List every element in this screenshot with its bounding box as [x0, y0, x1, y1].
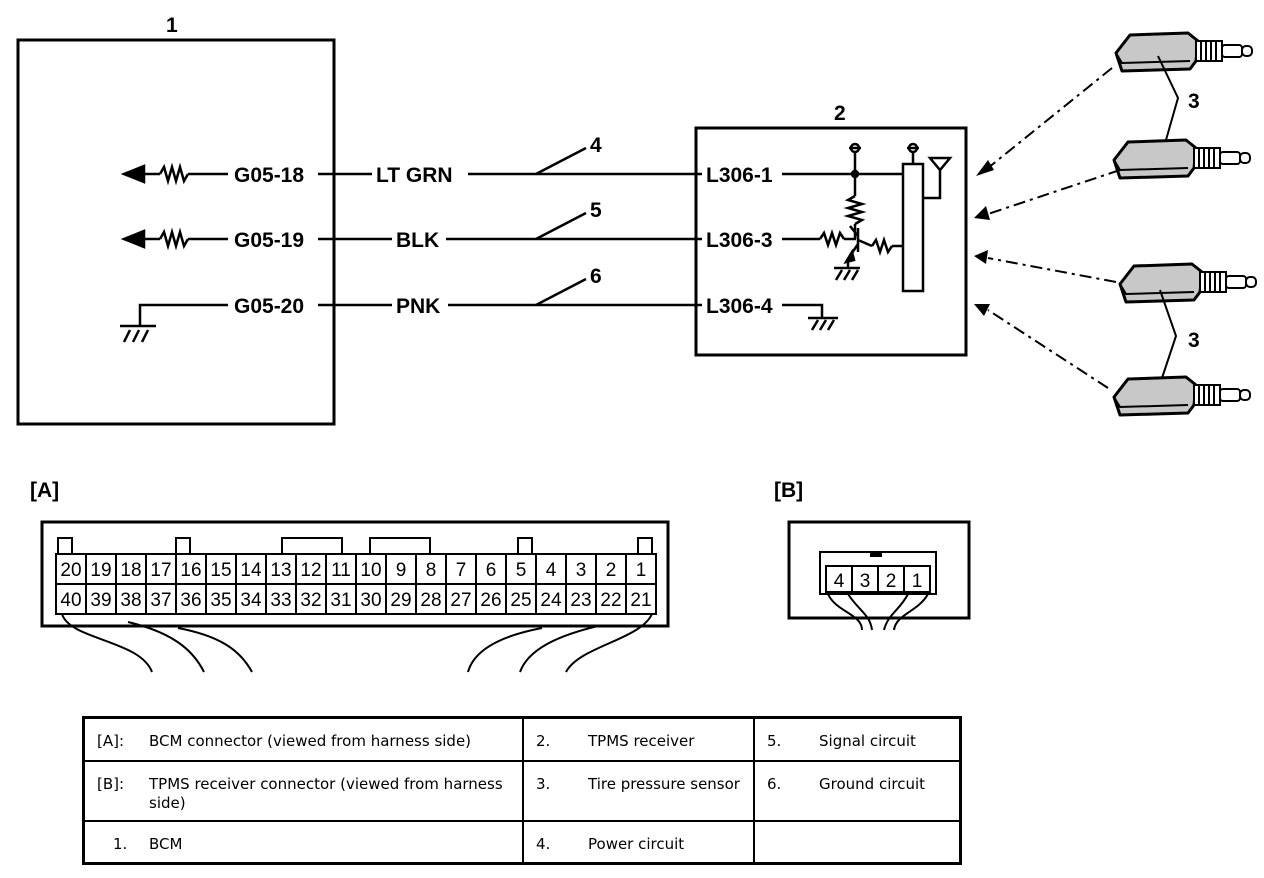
connector-a-pin: 14 [240, 560, 262, 581]
connector-a-pin: 16 [180, 560, 201, 581]
connector-a-pin: 6 [486, 560, 497, 581]
connector-a-pin: 13 [270, 560, 291, 581]
connector-a-pin: 28 [420, 590, 441, 611]
connector-a-pin: 8 [426, 560, 437, 581]
connector-a-pin: 33 [270, 590, 291, 611]
sensor-leader-lines [1157, 55, 1180, 379]
connector-a-pin: 11 [331, 560, 351, 581]
legend-cell: 5.Signal circuit [753, 716, 962, 762]
connector-a-pin: 26 [480, 590, 501, 611]
legend-cell: [A]:BCM connector (viewed from harness s… [82, 716, 524, 762]
wire-color-label: LT GRN [376, 164, 453, 187]
connector-a-pin: 12 [300, 560, 321, 581]
receiver-number-label: 2 [834, 102, 846, 125]
wire-color-label: BLK [396, 229, 439, 252]
wire-ground-circuit [318, 277, 702, 307]
connector-b-label: [B] [774, 479, 803, 502]
connector-a-pin: 25 [510, 590, 531, 611]
receiver-pin-label: L306-4 [706, 295, 773, 318]
legend-cell: [B]:TPMS receiver connector (viewed from… [82, 759, 524, 822]
legend-row: [A]:BCM connector (viewed from harness s… [82, 716, 962, 762]
bcm-pin-label: G05-18 [234, 164, 304, 187]
connector-a-pin: 27 [450, 590, 471, 611]
connector-a-pin: 30 [360, 590, 381, 611]
receiver-pin-label: L306-1 [706, 164, 773, 187]
connector-a-pin: 37 [150, 590, 171, 611]
bcm-internal-signal-1 [120, 162, 228, 186]
connector-b-harness-wires [827, 593, 929, 631]
connector-a-pin: 31 [330, 590, 351, 611]
wire-power-circuit [318, 146, 702, 176]
sensor-number-label: 3 [1188, 329, 1200, 352]
connector-a-pin: 32 [300, 590, 321, 611]
connector-a-pin: 5 [516, 560, 527, 581]
bcm-internal-signal-2 [120, 227, 228, 251]
legend-cell: 6.Ground circuit [753, 759, 962, 822]
bcm-box [16, 38, 336, 426]
legend-cell [753, 819, 962, 865]
bcm-pin-label: G05-19 [234, 229, 304, 252]
sensor-number-label: 3 [1188, 90, 1200, 113]
receiver-pin-label: L306-3 [706, 229, 773, 252]
connector-a-harness-wires [61, 613, 653, 673]
wire-signal-circuit [318, 211, 702, 241]
connector-a-pin: 4 [546, 560, 557, 581]
connector-a-pin: 3 [576, 560, 587, 581]
connector-a-pin: 9 [396, 560, 407, 581]
legend-row: 1.BCM 4.Power circuit [82, 819, 962, 865]
connector-a-pin: 38 [120, 590, 141, 611]
connector-a-pin: 17 [150, 560, 171, 581]
connector-a-pin: 10 [360, 560, 381, 581]
circuit-number-label: 4 [590, 134, 602, 157]
connector-b-pin: 3 [860, 571, 871, 592]
connector-a-pin: 19 [90, 560, 111, 581]
connector-a-pin: 35 [210, 590, 231, 611]
legend-table: [A]:BCM connector (viewed from harness s… [82, 716, 962, 865]
bcm-pin-label: G05-20 [234, 295, 304, 318]
bcm-ground-symbol [120, 303, 228, 343]
circuit-number-label: 5 [590, 199, 602, 222]
connector-a-label: [A] [30, 479, 59, 502]
receiver-internal-circuit [782, 142, 953, 331]
circuit-number-label: 6 [590, 265, 602, 288]
connector-a-pin: 22 [600, 590, 621, 611]
tpms-receiver-box [694, 126, 968, 357]
connector-b-pin: 1 [912, 571, 923, 592]
connector-b-pin: 4 [834, 571, 845, 592]
connector-a-pin: 24 [540, 590, 562, 611]
legend-cell: 3.Tire pressure sensor [522, 759, 755, 822]
connector-a-pin: 18 [120, 560, 141, 581]
legend-cell: 1.BCM [82, 819, 524, 865]
connector-a-pin: 23 [570, 590, 591, 611]
connector-a-pin: 7 [456, 560, 467, 581]
legend-cell: 2.TPMS receiver [522, 716, 755, 762]
connector-a-pin: 34 [240, 590, 262, 611]
connector-a-pin: 39 [90, 590, 111, 611]
rf-arrowheads [974, 160, 994, 316]
connector-a-pin: 29 [390, 590, 411, 611]
connector-a-pin: 15 [210, 560, 231, 581]
connector-a-pin: 36 [180, 590, 201, 611]
bcm-number-label: 1 [166, 14, 178, 37]
connector-b-pin: 2 [886, 571, 897, 592]
legend-row: [B]:TPMS receiver connector (viewed from… [82, 759, 962, 822]
connector-a-pin: 40 [60, 590, 81, 611]
connector-a-pin: 20 [60, 560, 81, 581]
connector-a-pin: 2 [606, 560, 617, 581]
legend-cell: 4.Power circuit [522, 819, 755, 865]
wire-color-label: PNK [396, 295, 440, 318]
connector-a-pin: 1 [636, 560, 647, 581]
connector-a-pin: 21 [630, 590, 651, 611]
rf-signal-arrows [987, 67, 1121, 389]
